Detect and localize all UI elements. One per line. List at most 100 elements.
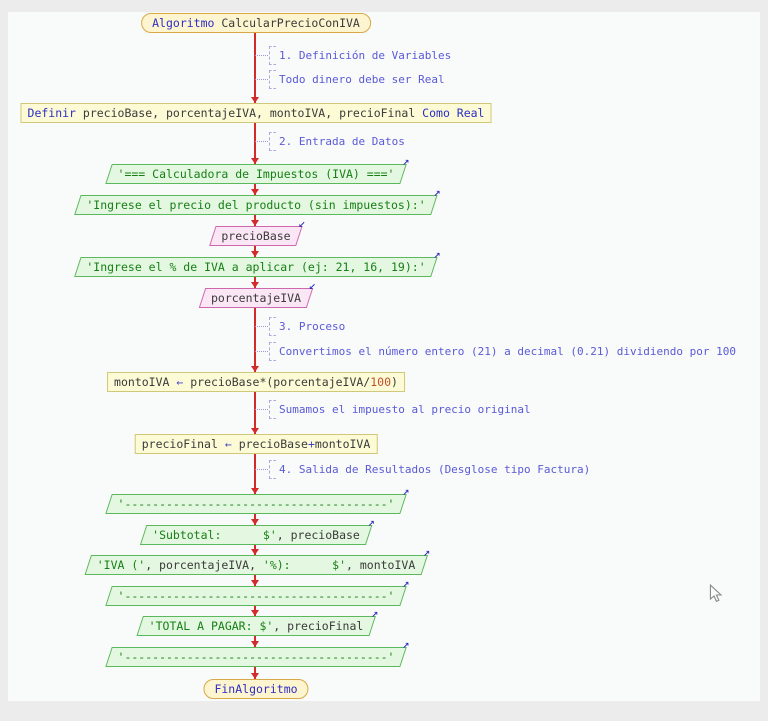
- assign-expression: precioBase: [231, 437, 308, 451]
- flow-line: [254, 31, 256, 679]
- flow-arrowhead: [251, 549, 259, 555]
- comment-node[interactable]: Sumamos el impuesto al precio original: [255, 400, 531, 419]
- flow-arrowhead: [251, 673, 259, 679]
- write-text: '--------------------------------------': [117, 589, 395, 603]
- write-text: '=== Calculadora de Impuestos (IVA) ===': [117, 167, 395, 181]
- comment-bracket-icon: [269, 342, 276, 361]
- write-text: 'TOTAL A PAGAR: $': [148, 619, 274, 633]
- flow-arrowhead: [251, 428, 259, 434]
- flow-arrowhead: [251, 488, 259, 494]
- output-arrow-icon: ↗: [402, 484, 410, 498]
- output-arrow-icon: ↗: [402, 637, 410, 651]
- start-node[interactable]: Algoritmo CalcularPrecioConIVA: [141, 13, 371, 33]
- flow-arrowhead: [251, 519, 259, 525]
- comment-bracket-icon: [269, 460, 276, 479]
- plus-operator: +: [307, 437, 315, 451]
- flow-arrowhead: [251, 366, 259, 372]
- write-text: 'Ingrese el precio del producto (sin imp…: [86, 198, 426, 212]
- read-variable: precioBase: [221, 229, 291, 243]
- write-node-separator[interactable]: '--------------------------------------'…: [109, 638, 410, 667]
- keyword-definir: Definir: [27, 106, 83, 120]
- write-variable: , precioFinal: [273, 619, 364, 633]
- write-node-subtotal[interactable]: 'Subtotal: $', precioBase ↗: [143, 516, 375, 545]
- comment-node[interactable]: 4. Salida de Resultados (Desglose tipo F…: [255, 460, 590, 479]
- comment-node[interactable]: 1. Definición de Variables: [255, 46, 451, 65]
- write-node-total[interactable]: 'TOTAL A PAGAR: $', precioFinal ↗: [140, 607, 379, 636]
- comment-node[interactable]: 3. Proceso: [255, 317, 345, 336]
- comment-text: 3. Proceso: [279, 319, 346, 333]
- flow-arrowhead: [251, 189, 259, 195]
- comment-connector-dots: [255, 141, 268, 142]
- comment-node[interactable]: 2. Entrada de Datos: [255, 132, 405, 151]
- comment-text: 4. Salida de Resultados (Desglose tipo F…: [279, 462, 591, 476]
- read-variable: porcentajeIVA: [210, 291, 302, 305]
- end-label: FinAlgoritmo: [214, 682, 298, 696]
- flow-arrowhead: [251, 610, 259, 616]
- comment-text: 1. Definición de Variables: [279, 48, 452, 62]
- comment-bracket-icon: [269, 400, 276, 419]
- comment-text: Convertimos el número entero (21) a deci…: [279, 344, 736, 358]
- read-node-porcentajeiva[interactable]: porcentajeIVA ↙: [202, 279, 316, 308]
- output-arrow-icon: ↗: [402, 154, 410, 168]
- input-arrow-icon: ↙: [298, 216, 306, 230]
- write-node-separator[interactable]: '--------------------------------------'…: [109, 485, 410, 514]
- comment-connector-dots: [255, 326, 268, 327]
- read-node-preciobase[interactable]: precioBase ↙: [212, 217, 305, 246]
- write-node-prompt-precio[interactable]: 'Ingrese el precio del producto (sin imp…: [77, 186, 440, 215]
- comment-text: 2. Entrada de Datos: [279, 134, 405, 148]
- write-node-separator[interactable]: '--------------------------------------'…: [109, 577, 410, 606]
- comment-connector-dots: [255, 351, 268, 352]
- comment-connector-dots: [255, 469, 268, 470]
- declare-variables: precioBase, porcentajeIVA, montoIVA, pre…: [82, 106, 423, 120]
- output-arrow-icon: ↗: [433, 247, 441, 261]
- assign-arrow-operator: ←: [224, 437, 232, 451]
- comment-bracket-icon: [269, 132, 276, 151]
- output-arrow-icon: ↗: [433, 185, 441, 199]
- write-variable: , montoIVA: [346, 558, 416, 572]
- write-text: 'Subtotal: $': [152, 528, 277, 542]
- comment-bracket-icon: [269, 46, 276, 65]
- output-arrow-icon: ↗: [371, 606, 379, 620]
- write-text: 'Ingrese el % de IVA a aplicar (ej: 21, …: [86, 260, 426, 274]
- assign-expression: montoIVA: [314, 437, 371, 451]
- flow-arrowhead: [251, 97, 259, 103]
- write-variable: , precioBase: [276, 528, 360, 542]
- comment-connector-dots: [255, 79, 268, 80]
- write-node-banner[interactable]: '=== Calculadora de Impuestos (IVA) ==='…: [109, 155, 410, 184]
- assign-expression: ): [391, 375, 398, 389]
- algorithm-name: CalcularPrecioConIVA: [221, 16, 360, 30]
- mouse-cursor: [709, 584, 723, 603]
- write-text: '--------------------------------------': [117, 650, 395, 664]
- number-literal: 100: [370, 375, 392, 389]
- assign-node-montoiva[interactable]: montoIVA ← precioBase*(porcentajeIVA/100…: [107, 372, 405, 392]
- flow-arrowhead: [251, 220, 259, 226]
- flow-arrowhead: [251, 251, 259, 257]
- flow-arrowhead: [251, 158, 259, 164]
- assign-lhs: precioFinal: [141, 437, 225, 451]
- write-text: '%): $': [262, 558, 347, 572]
- comment-bracket-icon: [269, 317, 276, 336]
- comment-node[interactable]: Convertimos el número entero (21) a deci…: [255, 342, 736, 361]
- output-arrow-icon: ↗: [423, 545, 431, 559]
- write-node-prompt-iva[interactable]: 'Ingrese el % de IVA a aplicar (ej: 21, …: [77, 248, 440, 277]
- flow-arrowhead: [251, 282, 259, 288]
- write-variable: , porcentajeIVA,: [145, 558, 263, 572]
- output-arrow-icon: ↗: [402, 576, 410, 590]
- comment-node[interactable]: Todo dinero debe ser Real: [255, 70, 445, 89]
- comment-connector-dots: [255, 409, 268, 410]
- assign-expression: precioBase*(porcentajeIVA/: [183, 375, 371, 389]
- end-node[interactable]: FinAlgoritmo: [203, 679, 309, 699]
- keyword-como-real: Como Real: [422, 106, 485, 120]
- declare-node[interactable]: Definir precioBase, porcentajeIVA, monto…: [20, 103, 492, 123]
- comment-text: Sumamos el impuesto al precio original: [279, 402, 531, 416]
- output-arrow-icon: ↗: [367, 515, 375, 529]
- input-arrow-icon: ↙: [308, 278, 317, 292]
- assign-node-preciofinal[interactable]: precioFinal ← precioBase+montoIVA: [134, 434, 378, 454]
- write-node-iva[interactable]: 'IVA (', porcentajeIVA, '%): $', montoIV…: [88, 546, 431, 575]
- comment-connector-dots: [255, 55, 268, 56]
- assign-arrow-operator: ←: [176, 375, 184, 389]
- flow-arrowhead: [251, 641, 259, 647]
- assign-lhs: montoIVA: [114, 375, 177, 389]
- flow-arrowhead: [251, 580, 259, 586]
- comment-text: Todo dinero debe ser Real: [279, 72, 445, 86]
